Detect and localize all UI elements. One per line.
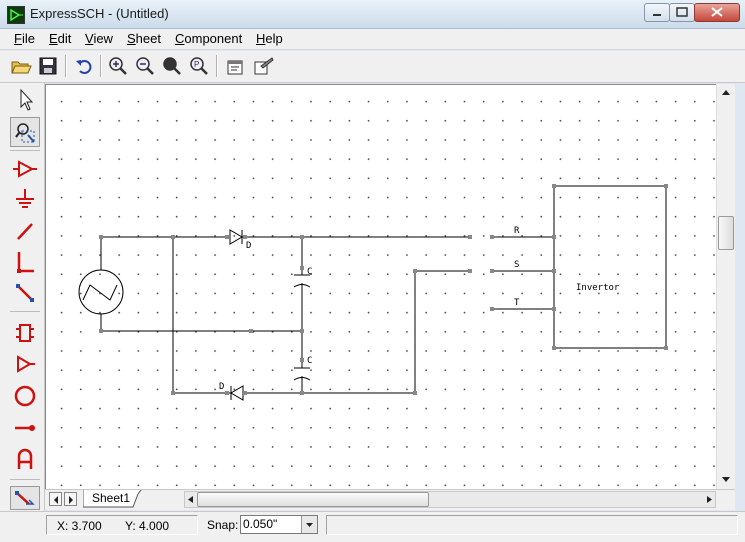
window-title: ExpressSCH - (Untitled)	[30, 6, 169, 21]
tab-sheet1[interactable]: Sheet1	[83, 490, 173, 508]
app-logo-icon	[7, 6, 25, 24]
toolbar-separator	[100, 55, 102, 77]
wire[interactable]	[100, 236, 227, 270]
zoom-fit-icon[interactable]	[160, 54, 184, 78]
coordinate-panel: X: 3.700 Y: 4.000	[46, 515, 198, 535]
bus-entry-icon[interactable]	[10, 247, 40, 277]
menu-file[interactable]: File	[14, 31, 35, 46]
snap-select[interactable]: 0.050"	[240, 515, 318, 534]
ac-source-wave	[82, 284, 118, 301]
menu-help[interactable]: Help	[256, 31, 283, 46]
port-t-label: T	[514, 298, 520, 308]
title-bar[interactable]: ExpressSCH - (Untitled)	[0, 0, 745, 29]
horizontal-scroll-thumb[interactable]	[197, 492, 429, 507]
sheet-tab-label: Sheet1	[92, 491, 131, 505]
text-icon[interactable]	[10, 445, 40, 475]
chevron-down-icon[interactable]	[301, 516, 317, 533]
port-s-label: S	[514, 260, 519, 270]
tab-next-arrow-icon[interactable]	[64, 492, 77, 506]
diode-top[interactable]	[229, 229, 243, 245]
invertor-block[interactable]	[553, 185, 667, 349]
circle-icon[interactable]	[10, 381, 40, 411]
diode-bottom-label: D	[219, 382, 224, 392]
y-coordinate: Y: 4.000	[125, 519, 170, 533]
grid-dots	[46, 85, 717, 490]
vertical-scrollbar[interactable]	[716, 84, 735, 489]
wire[interactable]	[172, 237, 231, 394]
port-icon[interactable]	[10, 349, 40, 379]
left-tool-palette	[0, 83, 45, 513]
save-disk-icon[interactable]	[36, 54, 60, 78]
zoom-in-icon[interactable]	[106, 54, 130, 78]
snap-value: 0.050"	[243, 517, 278, 531]
wire[interactable]	[243, 270, 470, 394]
component-icon[interactable]	[10, 318, 40, 348]
capacitor-top-label: C	[307, 267, 312, 277]
diode-top-label: D	[246, 241, 251, 251]
wire-endpoints	[99, 184, 668, 395]
open-folder-icon[interactable]	[9, 54, 33, 78]
menu-edit[interactable]: Edit	[49, 31, 72, 46]
tab-prev-arrow-icon[interactable]	[49, 492, 62, 506]
minimize-button[interactable]	[644, 3, 670, 22]
palette-separator	[10, 150, 40, 151]
menu-view[interactable]: View	[85, 31, 113, 46]
component-edit-icon[interactable]	[251, 54, 275, 78]
diagonal-line-icon[interactable]	[10, 278, 40, 308]
toolbar: P	[0, 51, 745, 83]
sheet-tab-strip: Sheet1	[45, 489, 735, 510]
pointer-icon[interactable]	[10, 84, 40, 114]
pin-icon[interactable]	[10, 413, 40, 443]
net-label-icon[interactable]	[10, 486, 40, 510]
close-button[interactable]	[694, 3, 740, 22]
scroll-up-arrow-icon[interactable]	[718, 85, 734, 101]
zoom-out-icon[interactable]	[133, 54, 157, 78]
undo-icon[interactable]	[72, 54, 96, 78]
toolbar-separator	[216, 55, 218, 77]
menu-bar: File Edit View Sheet Component Help	[0, 29, 745, 50]
toolbar-separator	[65, 55, 67, 77]
vertical-scroll-thumb[interactable]	[718, 216, 734, 250]
wire-icon[interactable]	[10, 216, 40, 246]
properties-icon[interactable]	[223, 54, 247, 78]
maximize-button[interactable]	[669, 3, 695, 22]
zoom-page-icon[interactable]: P	[187, 54, 211, 78]
schematic-drawing: D D C C R S T Invertor	[78, 184, 668, 401]
wire[interactable]	[100, 314, 302, 332]
port-r-label: R	[514, 226, 520, 236]
invertor-label: Invertor	[576, 283, 620, 293]
menu-sheet[interactable]: Sheet	[127, 31, 161, 46]
status-bar: X: 3.700 Y: 4.000 Snap: 0.050"	[0, 511, 745, 542]
schematic-canvas[interactable]: D D C C R S T Invertor	[45, 84, 717, 490]
scroll-left-arrow-icon[interactable]	[185, 492, 196, 507]
capacitor-bottom-label: C	[307, 356, 312, 366]
status-message-panel	[326, 515, 738, 535]
diode-bottom[interactable]	[230, 385, 244, 401]
zoom-select-icon[interactable]	[10, 117, 40, 147]
ground-icon[interactable]	[10, 185, 40, 215]
menu-component[interactable]: Component	[175, 31, 243, 46]
scroll-right-arrow-icon[interactable]	[703, 492, 715, 507]
palette-separator	[10, 311, 40, 312]
x-coordinate: X: 3.700	[57, 519, 102, 533]
ac-source-symbol[interactable]	[78, 269, 124, 315]
palette-separator	[10, 479, 40, 480]
horizontal-scrollbar[interactable]	[184, 491, 716, 508]
snap-label: Snap:	[207, 518, 239, 532]
scroll-down-arrow-icon[interactable]	[718, 471, 734, 487]
svg-text:P: P	[194, 60, 199, 69]
triangle-symbol-icon[interactable]	[10, 154, 40, 184]
